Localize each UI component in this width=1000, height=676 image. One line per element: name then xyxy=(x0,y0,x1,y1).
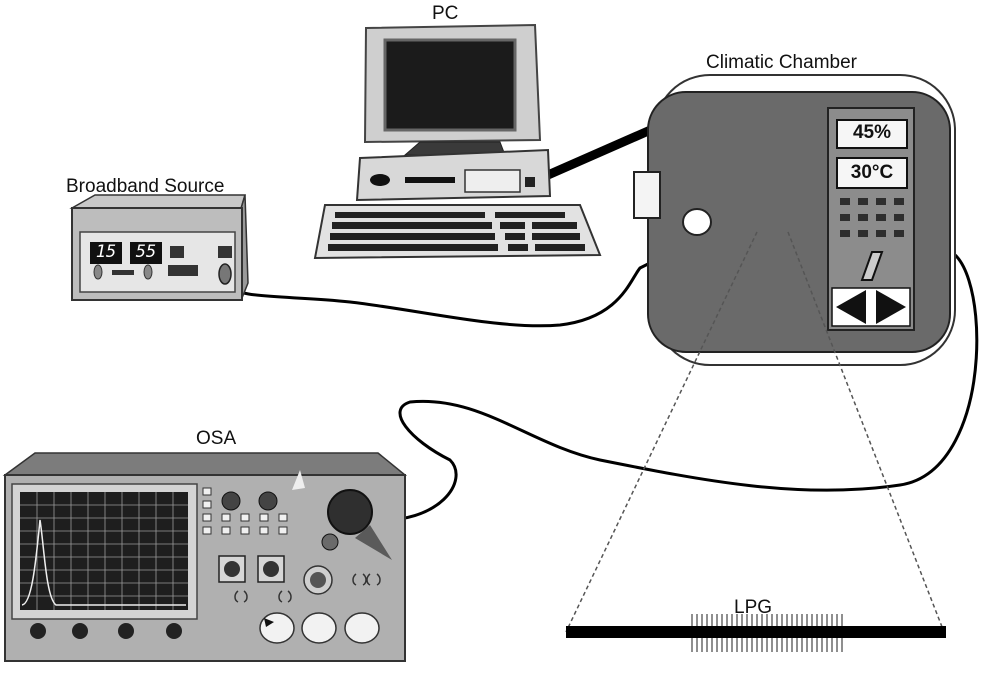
osa-screen-grid xyxy=(20,492,188,610)
source-knob-left xyxy=(93,264,103,280)
osa-small-loops xyxy=(234,573,381,603)
pc-base-unit xyxy=(355,148,552,202)
source-knob-mid xyxy=(143,264,153,280)
chamber-temperature-display xyxy=(836,157,908,189)
pc-drive-slot xyxy=(405,177,455,183)
chamber-port xyxy=(682,208,712,236)
source-display-right xyxy=(130,242,162,264)
osa-small-button xyxy=(321,533,339,551)
pc-drive-bay xyxy=(464,169,521,193)
source-display-left-value: 15 xyxy=(95,242,117,262)
osa-input-connector xyxy=(327,489,373,535)
source-button xyxy=(218,246,232,258)
pc-screen xyxy=(383,38,517,132)
chamber-indicator xyxy=(860,251,884,281)
broadband-source xyxy=(69,194,249,301)
chamber-keypad xyxy=(840,198,904,237)
osa-dial-1 xyxy=(221,491,241,511)
lpg-fiber-core xyxy=(566,626,946,638)
osa-square-knob-1-dial xyxy=(224,561,240,577)
fiber-cables xyxy=(226,123,979,522)
osa-oval-buttons xyxy=(259,612,380,644)
fiber-source-to-chamber xyxy=(226,260,654,328)
pc-label: PC xyxy=(432,3,459,24)
osa-label: OSA xyxy=(196,428,237,449)
climatic-chamber xyxy=(633,74,956,366)
osa-bottom-knobs xyxy=(30,623,182,639)
source-switch xyxy=(170,246,184,258)
chamber-humidity-value: 45% xyxy=(852,122,892,143)
source-display-left xyxy=(90,242,122,264)
source-indicators xyxy=(168,265,198,276)
osa-pointer-icon xyxy=(264,618,274,627)
pc-power-led xyxy=(370,174,390,186)
broadband-source-label: Broadband Source xyxy=(66,176,225,197)
fiber-chamber-to-osa xyxy=(368,248,979,522)
lpg-fiber xyxy=(566,614,946,652)
pc-button xyxy=(525,177,535,187)
source-display-right-value: 55 xyxy=(135,242,157,262)
lpg-label: LPG xyxy=(734,597,773,618)
osa-square-knob-2 xyxy=(257,555,285,583)
osa-panel-flap xyxy=(292,470,305,490)
pc xyxy=(313,23,602,260)
chamber-door-handle xyxy=(633,171,661,219)
osa xyxy=(2,452,408,662)
chamber-right-arrow xyxy=(876,290,906,324)
osa-top xyxy=(2,452,408,476)
osa-keys-grid xyxy=(202,487,288,535)
chamber-temperature-value: 30°C xyxy=(850,162,894,183)
chamber-humidity-display xyxy=(836,119,908,149)
osa-dial-2 xyxy=(258,491,278,511)
osa-screen xyxy=(20,492,188,610)
climatic-chamber-label: Climatic Chamber xyxy=(706,52,857,73)
osa-spectrum-trace xyxy=(21,519,186,606)
chamber-left-arrow xyxy=(836,290,866,324)
osa-square-knob-2-dial xyxy=(263,561,279,577)
zoom-lines xyxy=(565,231,945,633)
osa-connector-shade xyxy=(355,525,392,560)
osa-center-button-core xyxy=(310,572,326,588)
cable-pc-to-chamber xyxy=(546,123,657,180)
source-output-port xyxy=(218,263,232,285)
source-label-strip xyxy=(112,270,134,275)
pc-keyboard-keys xyxy=(328,212,585,251)
